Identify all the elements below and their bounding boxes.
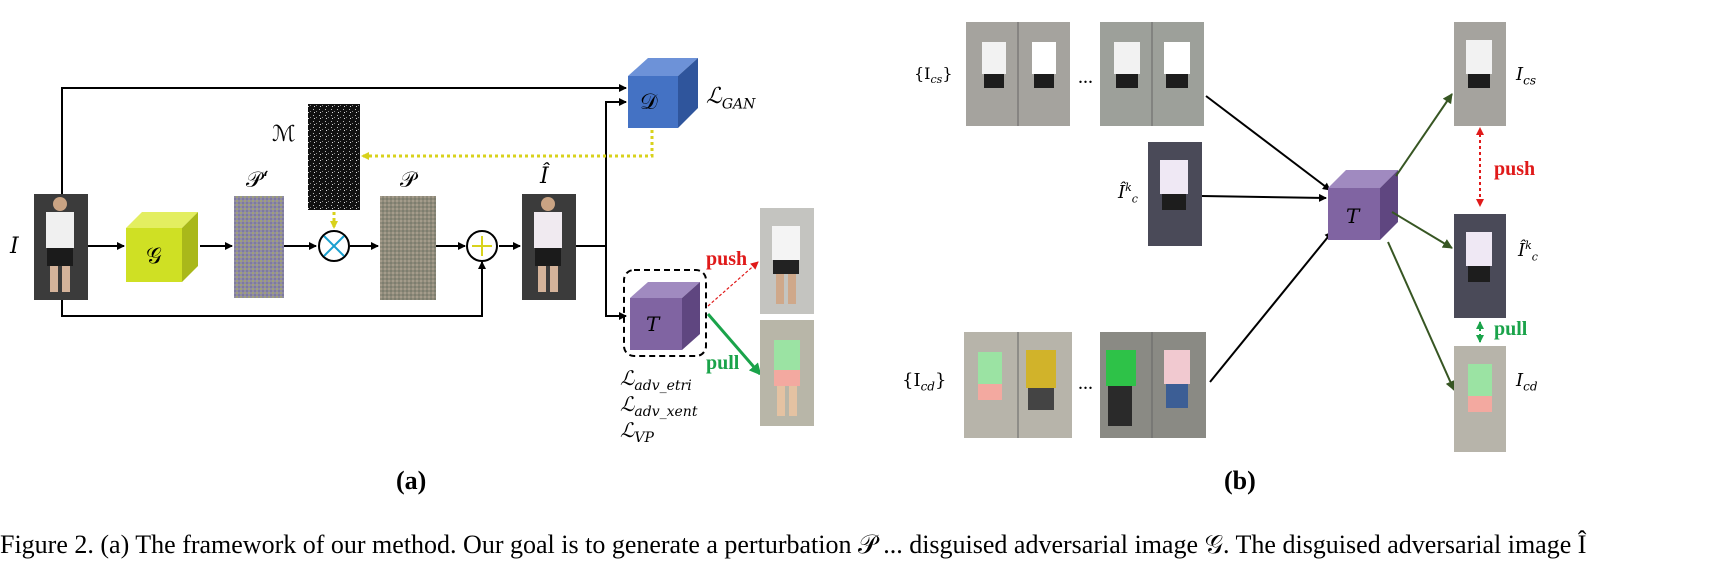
- pull-label-a: pull: [706, 352, 740, 374]
- edge-icd-to-target: [1209, 231, 1333, 383]
- pull-label-b: pull: [1494, 318, 1528, 340]
- target-cube-b: [1328, 170, 1398, 240]
- ick-hat-image: [1148, 142, 1202, 246]
- ics-image-2: [1100, 22, 1204, 126]
- edge-input-to-discriminator: [61, 84, 627, 196]
- edge-target-to-ics: [1395, 93, 1453, 177]
- panel-a-caption: (a): [396, 466, 427, 495]
- ellipsis-bottom: ...: [1078, 372, 1093, 394]
- target-label-b: T: [1346, 204, 1360, 228]
- panel-b-caption: (b): [1224, 466, 1256, 495]
- ics-right-label: Ics: [1516, 64, 1537, 88]
- edge-input-to-sum: [61, 261, 486, 317]
- edge-target-to-icd: [1387, 241, 1455, 391]
- negative-image-a: [760, 208, 814, 314]
- target-cube-a: [630, 282, 700, 350]
- pprime-label: 𝒫‘: [246, 168, 269, 193]
- push-arrow-a: [707, 261, 759, 307]
- target-label-a: T: [646, 312, 660, 336]
- loss-adv-etri: ℒadv_etri: [620, 366, 692, 394]
- generator-cube: [126, 212, 198, 282]
- discriminator-cube: [628, 58, 698, 128]
- icd-image-1: [964, 332, 1072, 438]
- edge-discriminator-to-mask: [361, 130, 654, 160]
- icd-image-2: [1100, 332, 1206, 438]
- icd-right-image: [1454, 346, 1506, 452]
- pull-arrow-a: [706, 313, 762, 376]
- generator-label: 𝒢: [146, 244, 162, 269]
- icd-set-label: {Icd}: [902, 370, 947, 394]
- pprime-image: [234, 196, 284, 298]
- ihat-label: Î: [540, 164, 549, 189]
- ics-right-image: [1454, 22, 1506, 126]
- push-label-a: push: [706, 248, 748, 270]
- p-label: 𝒫: [400, 168, 416, 193]
- mask-label: ℳ: [272, 122, 296, 147]
- ihat-image: [522, 194, 576, 300]
- discriminator-label: 𝒟: [640, 90, 658, 115]
- icd-right-label: Icd: [1516, 370, 1538, 394]
- input-label: I: [10, 234, 19, 259]
- ick-right-label: Îkc: [1518, 239, 1538, 264]
- multiply-operator: [318, 230, 350, 262]
- positive-image-a: [760, 320, 814, 426]
- input-image: [34, 194, 88, 300]
- push-label-b: push: [1494, 158, 1536, 180]
- mask-image: [308, 104, 360, 210]
- edge-ihat-to-discriminator: [605, 98, 627, 246]
- ick-right-image: [1454, 214, 1506, 318]
- loss-adv-xent: ℒadv_xent: [620, 392, 698, 420]
- edge-ihat-to-target: [605, 246, 627, 320]
- ick-hat-label: Îkc: [1118, 181, 1138, 206]
- sum-operator: [466, 230, 498, 262]
- ellipsis-top: ...: [1078, 66, 1093, 88]
- ics-set-label: {Ics}: [914, 64, 953, 87]
- figure-caption: Figure 2. (a) The framework of our metho…: [0, 530, 1587, 559]
- loss-vp: ℒVP: [620, 418, 654, 446]
- edge-target-to-ickhat: [1391, 211, 1453, 249]
- target-dashed-box: [623, 269, 707, 357]
- edge-ickhat-to-target: [1201, 193, 1327, 202]
- loss-gan: ℒGAN: [706, 84, 756, 113]
- ics-image-1: [966, 22, 1070, 126]
- edge-ics-to-target: [1205, 95, 1331, 191]
- p-image: [380, 196, 436, 300]
